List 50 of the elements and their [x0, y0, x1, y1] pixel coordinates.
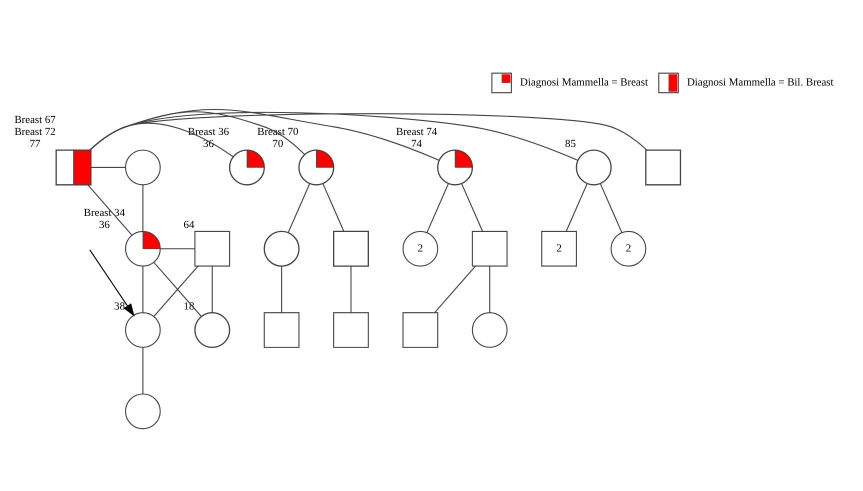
node-label: Breast 34: [83, 207, 125, 220]
connector: [160, 248, 194, 250]
node-label: Breast 72: [14, 126, 56, 138]
connector: [434, 266, 476, 313]
node-label: Breast 74: [395, 126, 437, 138]
node-label: 85: [564, 138, 576, 150]
connector: [565, 184, 588, 232]
node-circle: 2: [610, 230, 646, 267]
node-label: 74: [410, 138, 422, 150]
node-box: [471, 230, 508, 267]
legend-label: Diagnosi Mammella = Breast: [520, 76, 648, 89]
legend-label: Diagnosi Mammella = Bil. Breast: [686, 76, 834, 89]
node-label: 70: [272, 138, 283, 150]
node-circle: [124, 312, 160, 348]
connector: [488, 266, 490, 313]
node-label: 36: [98, 219, 110, 232]
connector: [89, 113, 646, 150]
connector: [322, 184, 344, 232]
connector: [142, 184, 143, 232]
connector: [211, 266, 212, 313]
node-box: [644, 149, 681, 186]
node-circle: [194, 312, 230, 348]
node-circle: 2: [402, 230, 438, 267]
connector: [142, 348, 143, 394]
connector: [87, 184, 132, 236]
connector: [350, 266, 352, 313]
connector: [90, 166, 125, 168]
node-box: [332, 230, 368, 267]
connector: [287, 184, 310, 233]
node-label: 38: [114, 300, 125, 312]
connector: [599, 184, 622, 233]
node-label: Breast 36: [187, 126, 229, 138]
connector: [426, 184, 448, 233]
node-label: 77: [29, 138, 40, 150]
connector: [280, 266, 282, 313]
node-box: [402, 312, 438, 348]
node-box: 2: [540, 230, 576, 267]
node-circle: [471, 312, 508, 348]
node-circle: [263, 230, 300, 267]
connector: [142, 266, 143, 313]
arrow: [88, 250, 134, 317]
node-label: 64: [183, 219, 194, 232]
node-circle: [124, 393, 160, 430]
node-circle: [575, 149, 612, 186]
connector: [460, 184, 483, 232]
node-box: [263, 312, 299, 348]
node-circle: [124, 150, 160, 186]
node-box: [332, 312, 368, 348]
node-box: [194, 230, 230, 267]
node-label: Breast 67: [14, 114, 56, 126]
